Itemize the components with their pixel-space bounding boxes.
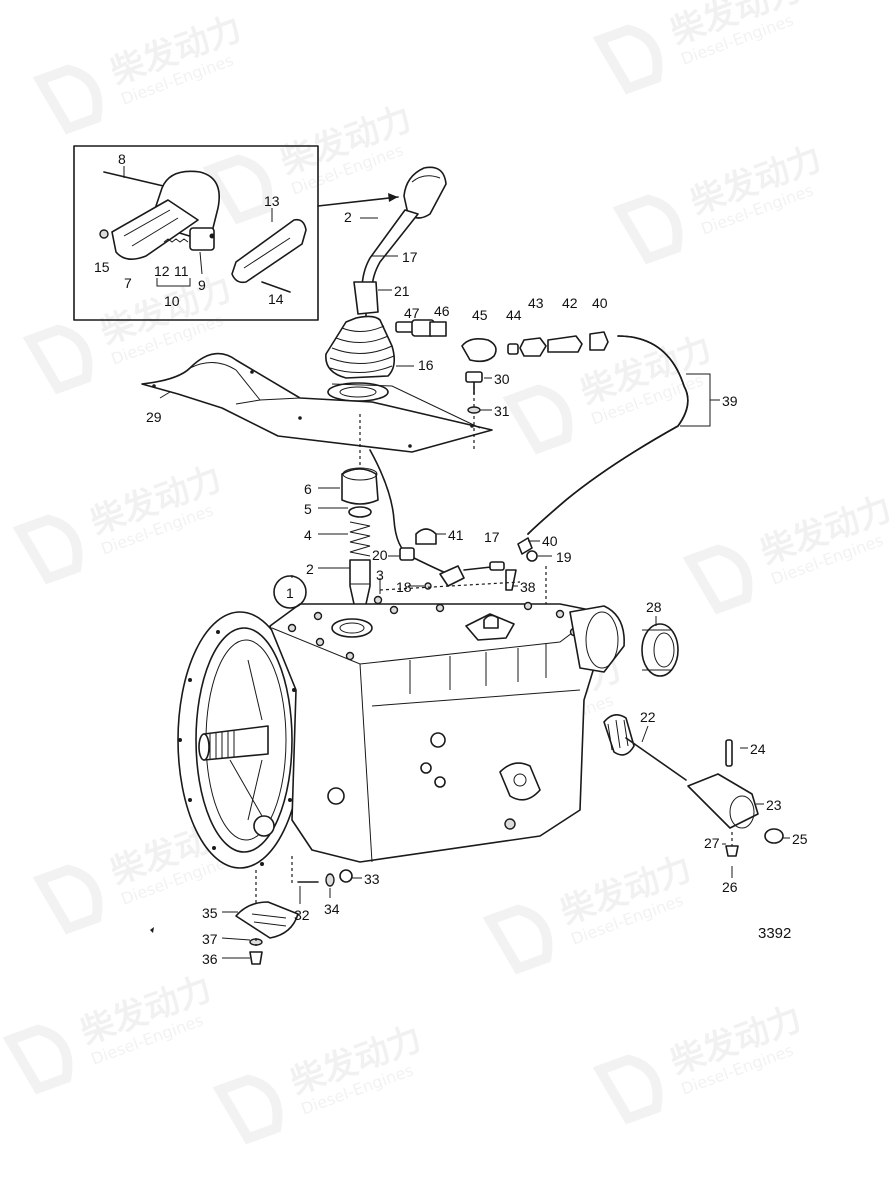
callout-43: 43 [528,295,544,311]
callout-22: 22 [640,709,656,725]
callout-8: 8 [118,151,126,167]
callout-20: 20 [372,547,388,563]
leader-lines [159,217,790,959]
callout-15: 15 [94,259,110,275]
callout-2-lever: 2 [344,209,352,225]
callout-37: 37 [202,931,218,947]
callout-45: 45 [472,307,488,323]
knob-detail-inset [73,145,399,321]
callout-labels: 8 13 15 12 11 7 9 10 14 2 17 21 47 46 45… [94,151,808,967]
callout-11: 11 [174,263,189,279]
callout-25: 25 [792,831,808,847]
watermark: 柴发动力 Diesel-Engines [482,849,697,975]
callout-14: 14 [268,291,284,307]
callout-40-wire: 40 [542,533,558,549]
wiring-parts [369,449,547,620]
callout-30: 30 [494,371,510,387]
callout-46: 46 [434,303,450,319]
gearbox-housing [177,601,625,884]
callout-12: 12 [154,263,170,279]
callout-16: 16 [418,357,434,373]
watermark: 柴发动力 Diesel-Engines [2,969,217,1095]
drain-plate-assembly [150,869,353,965]
callout-19: 19 [556,549,572,565]
callout-44: 44 [506,307,522,323]
callout-13: 13 [264,193,280,209]
callout-41: 41 [448,527,464,543]
watermark: 柴发动力 Diesel-Engines [592,999,807,1125]
callout-3: 3 [376,567,384,583]
gear-lever [353,166,447,337]
shift-rod-assembly [341,414,383,617]
callout-34: 34 [324,901,340,917]
callout-26: 26 [722,879,738,895]
bolt-and-washer [465,371,483,414]
callout-6: 6 [304,481,312,497]
callout-17-wire: 17 [484,529,500,545]
seal-ring [641,623,679,677]
callout-39: 39 [722,393,738,409]
watermark: 柴发动力 Diesel-Engines [212,1019,427,1145]
callout-38: 38 [520,579,536,595]
callout-28: 28 [646,599,662,615]
fittings-row [395,319,609,363]
callout-31: 31 [494,403,510,419]
watermark: 柴发动力 Diesel-Engines [682,489,890,615]
callout-47: 47 [404,305,420,321]
callout-36: 36 [202,951,218,967]
top-cover-plate [141,352,493,453]
watermark: 柴发动力 Diesel-Engines [592,0,807,95]
callout-5: 5 [304,501,312,517]
callout-23: 23 [766,797,782,813]
callout-2-rod: 2 [306,561,314,577]
callout-7: 7 [124,275,132,291]
watermark: 柴发动力 Diesel-Engines [12,459,227,585]
callout-9: 9 [198,277,206,293]
callout-21: 21 [394,283,410,299]
callout-24: 24 [750,741,766,757]
rubber-boot [325,315,396,402]
drawing-number: 3392 [758,925,791,942]
callout-40-top: 40 [592,295,608,311]
speedometer-drive [603,714,784,857]
callout-4: 4 [304,527,312,543]
callout-17-lever: 17 [402,249,418,265]
watermark: 柴发动力 Diesel-Engines [202,99,417,225]
callout-35: 35 [202,905,218,921]
callout-27: 27 [704,835,720,851]
callout-29: 29 [146,409,162,425]
callout-18: 18 [396,579,412,595]
watermark: 柴发动力 Diesel-Engines [612,139,827,265]
watermark: 柴发动力 Diesel-Engines [32,9,247,135]
callout-32: 32 [294,907,310,923]
callout-10: 10 [164,293,180,309]
callout-42: 42 [562,295,578,311]
callout-33: 33 [364,871,380,887]
reference-circle-1 [273,575,307,609]
callout-1: 1 [286,585,294,601]
